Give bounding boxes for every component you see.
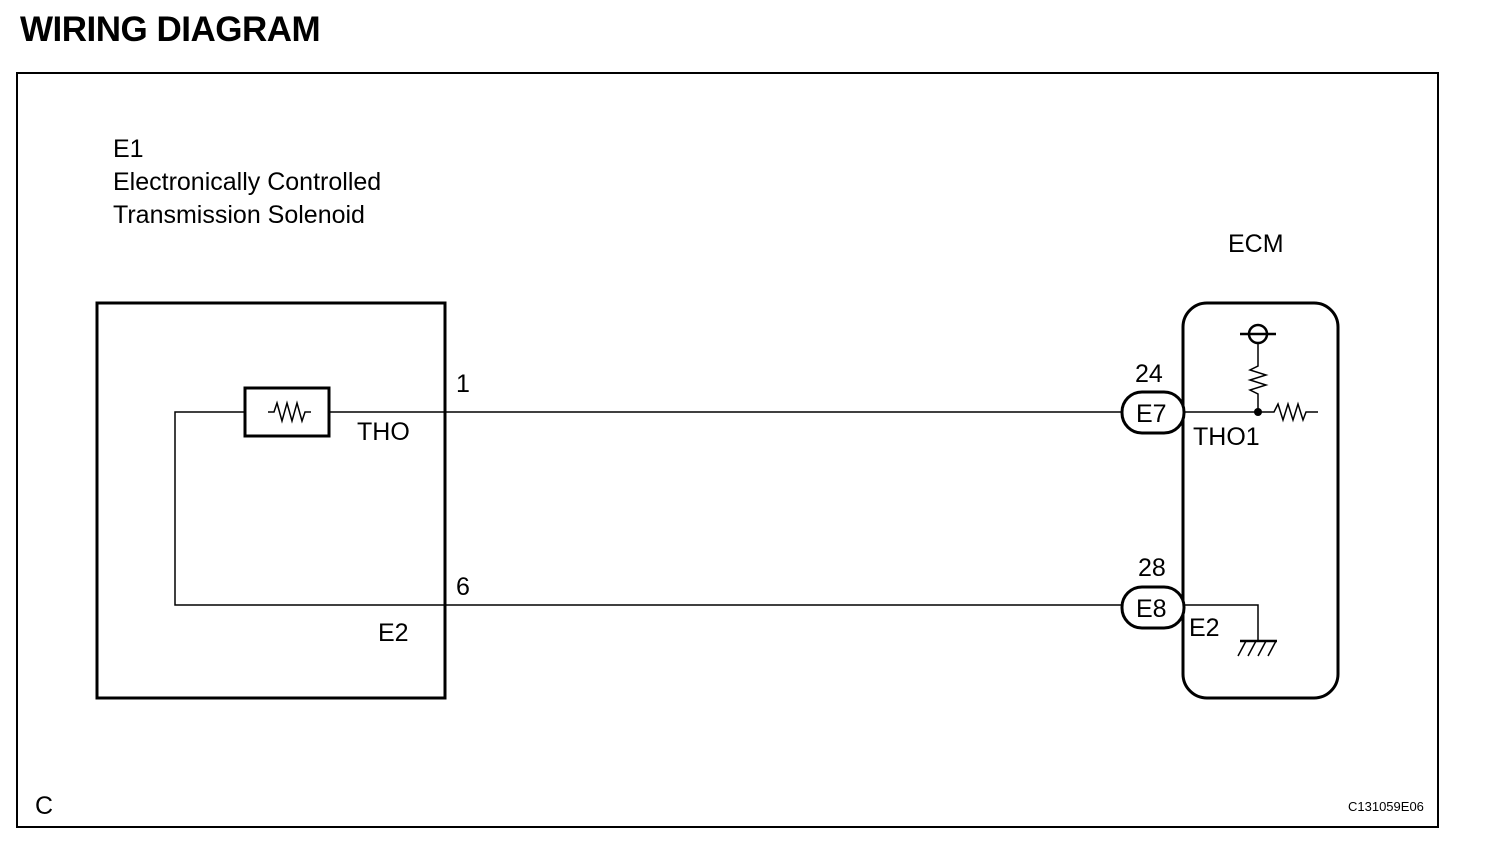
connector-e8: [1120, 585, 1186, 630]
component-name-line1: Electronically Controlled: [113, 168, 381, 196]
connector-e8-label: E8: [1136, 595, 1167, 623]
ecm-wire-e2: [1184, 604, 1259, 641]
ecm-resistor-icon: [1258, 401, 1318, 423]
pin-number-6: 6: [456, 573, 470, 601]
ground-icon: [1237, 640, 1277, 657]
terminal-tho1-label: THO1: [1193, 423, 1260, 451]
pullup-resistor-icon: [1247, 360, 1269, 412]
page-title: WIRING DIAGRAM: [20, 10, 321, 49]
solenoid-box: [95, 301, 447, 700]
resistor-icon: [268, 400, 311, 424]
diagram-frame: [16, 72, 1439, 828]
ecm-label: ECM: [1228, 230, 1284, 258]
ecm-terminal-e2-label: E2: [1189, 614, 1220, 642]
thermistor-box: [243, 386, 331, 438]
pin-number-1: 1: [456, 370, 470, 398]
pin-number-24: 24: [1135, 360, 1163, 388]
figure-code: C131059E06: [1348, 799, 1424, 814]
corner-letter: C: [35, 792, 53, 820]
ecm-box: [1181, 301, 1340, 700]
connector-e7-label: E7: [1136, 400, 1167, 428]
pin-number-28: 28: [1138, 554, 1166, 582]
terminal-e2-label: E2: [378, 619, 409, 647]
internal-wire: [174, 411, 445, 606]
terminal-tho-label: THO: [357, 418, 410, 446]
component-id: E1: [113, 135, 144, 163]
component-name-line2: Transmission Solenoid: [113, 201, 365, 229]
